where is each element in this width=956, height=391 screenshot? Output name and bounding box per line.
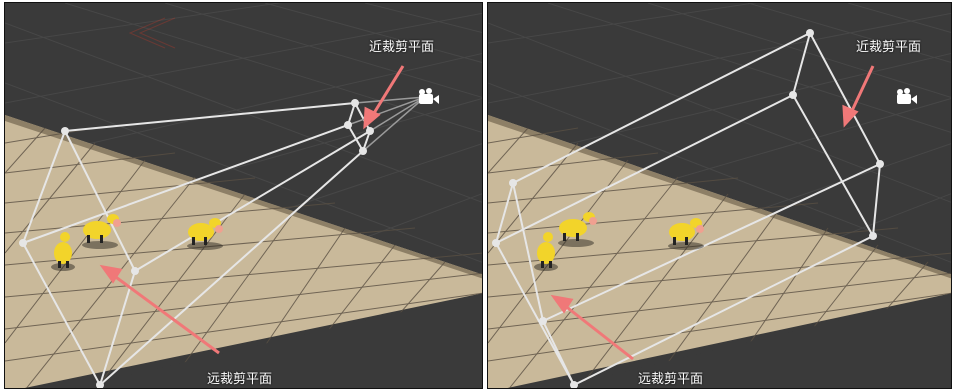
ground-plane (5, 115, 482, 388)
near-plane-arrow (363, 65, 405, 130)
cow-model (187, 218, 223, 250)
ground-plane (488, 115, 951, 388)
frustum-vertices (492, 29, 884, 388)
frustum-vertices (19, 99, 374, 388)
ground-grid (488, 127, 951, 388)
camera-icon[interactable] (897, 88, 917, 104)
viewport-left[interactable]: 近裁剪平面 远裁剪平面 (4, 2, 483, 389)
near-plane-label: 近裁剪平面 (369, 40, 435, 55)
near-plane-label: 近裁剪平面 (856, 40, 922, 55)
viewport-right[interactable]: 近裁剪平面 远裁剪平面 (487, 2, 952, 389)
cow-model (558, 212, 597, 247)
near-plane-arrow (842, 65, 875, 128)
cow-model (51, 232, 75, 271)
far-plane-arrow (550, 294, 634, 361)
scene-right (488, 3, 951, 388)
cow-model (668, 218, 704, 250)
cow-model (534, 232, 558, 271)
far-plane-label: 远裁剪平面 (638, 372, 704, 387)
scene-left (5, 3, 482, 388)
far-plane-label: 远裁剪平面 (207, 372, 273, 387)
cow-model (82, 214, 121, 249)
camera-icon[interactable] (419, 88, 439, 104)
watermark (128, 17, 176, 49)
far-plane-arrow (99, 264, 220, 355)
